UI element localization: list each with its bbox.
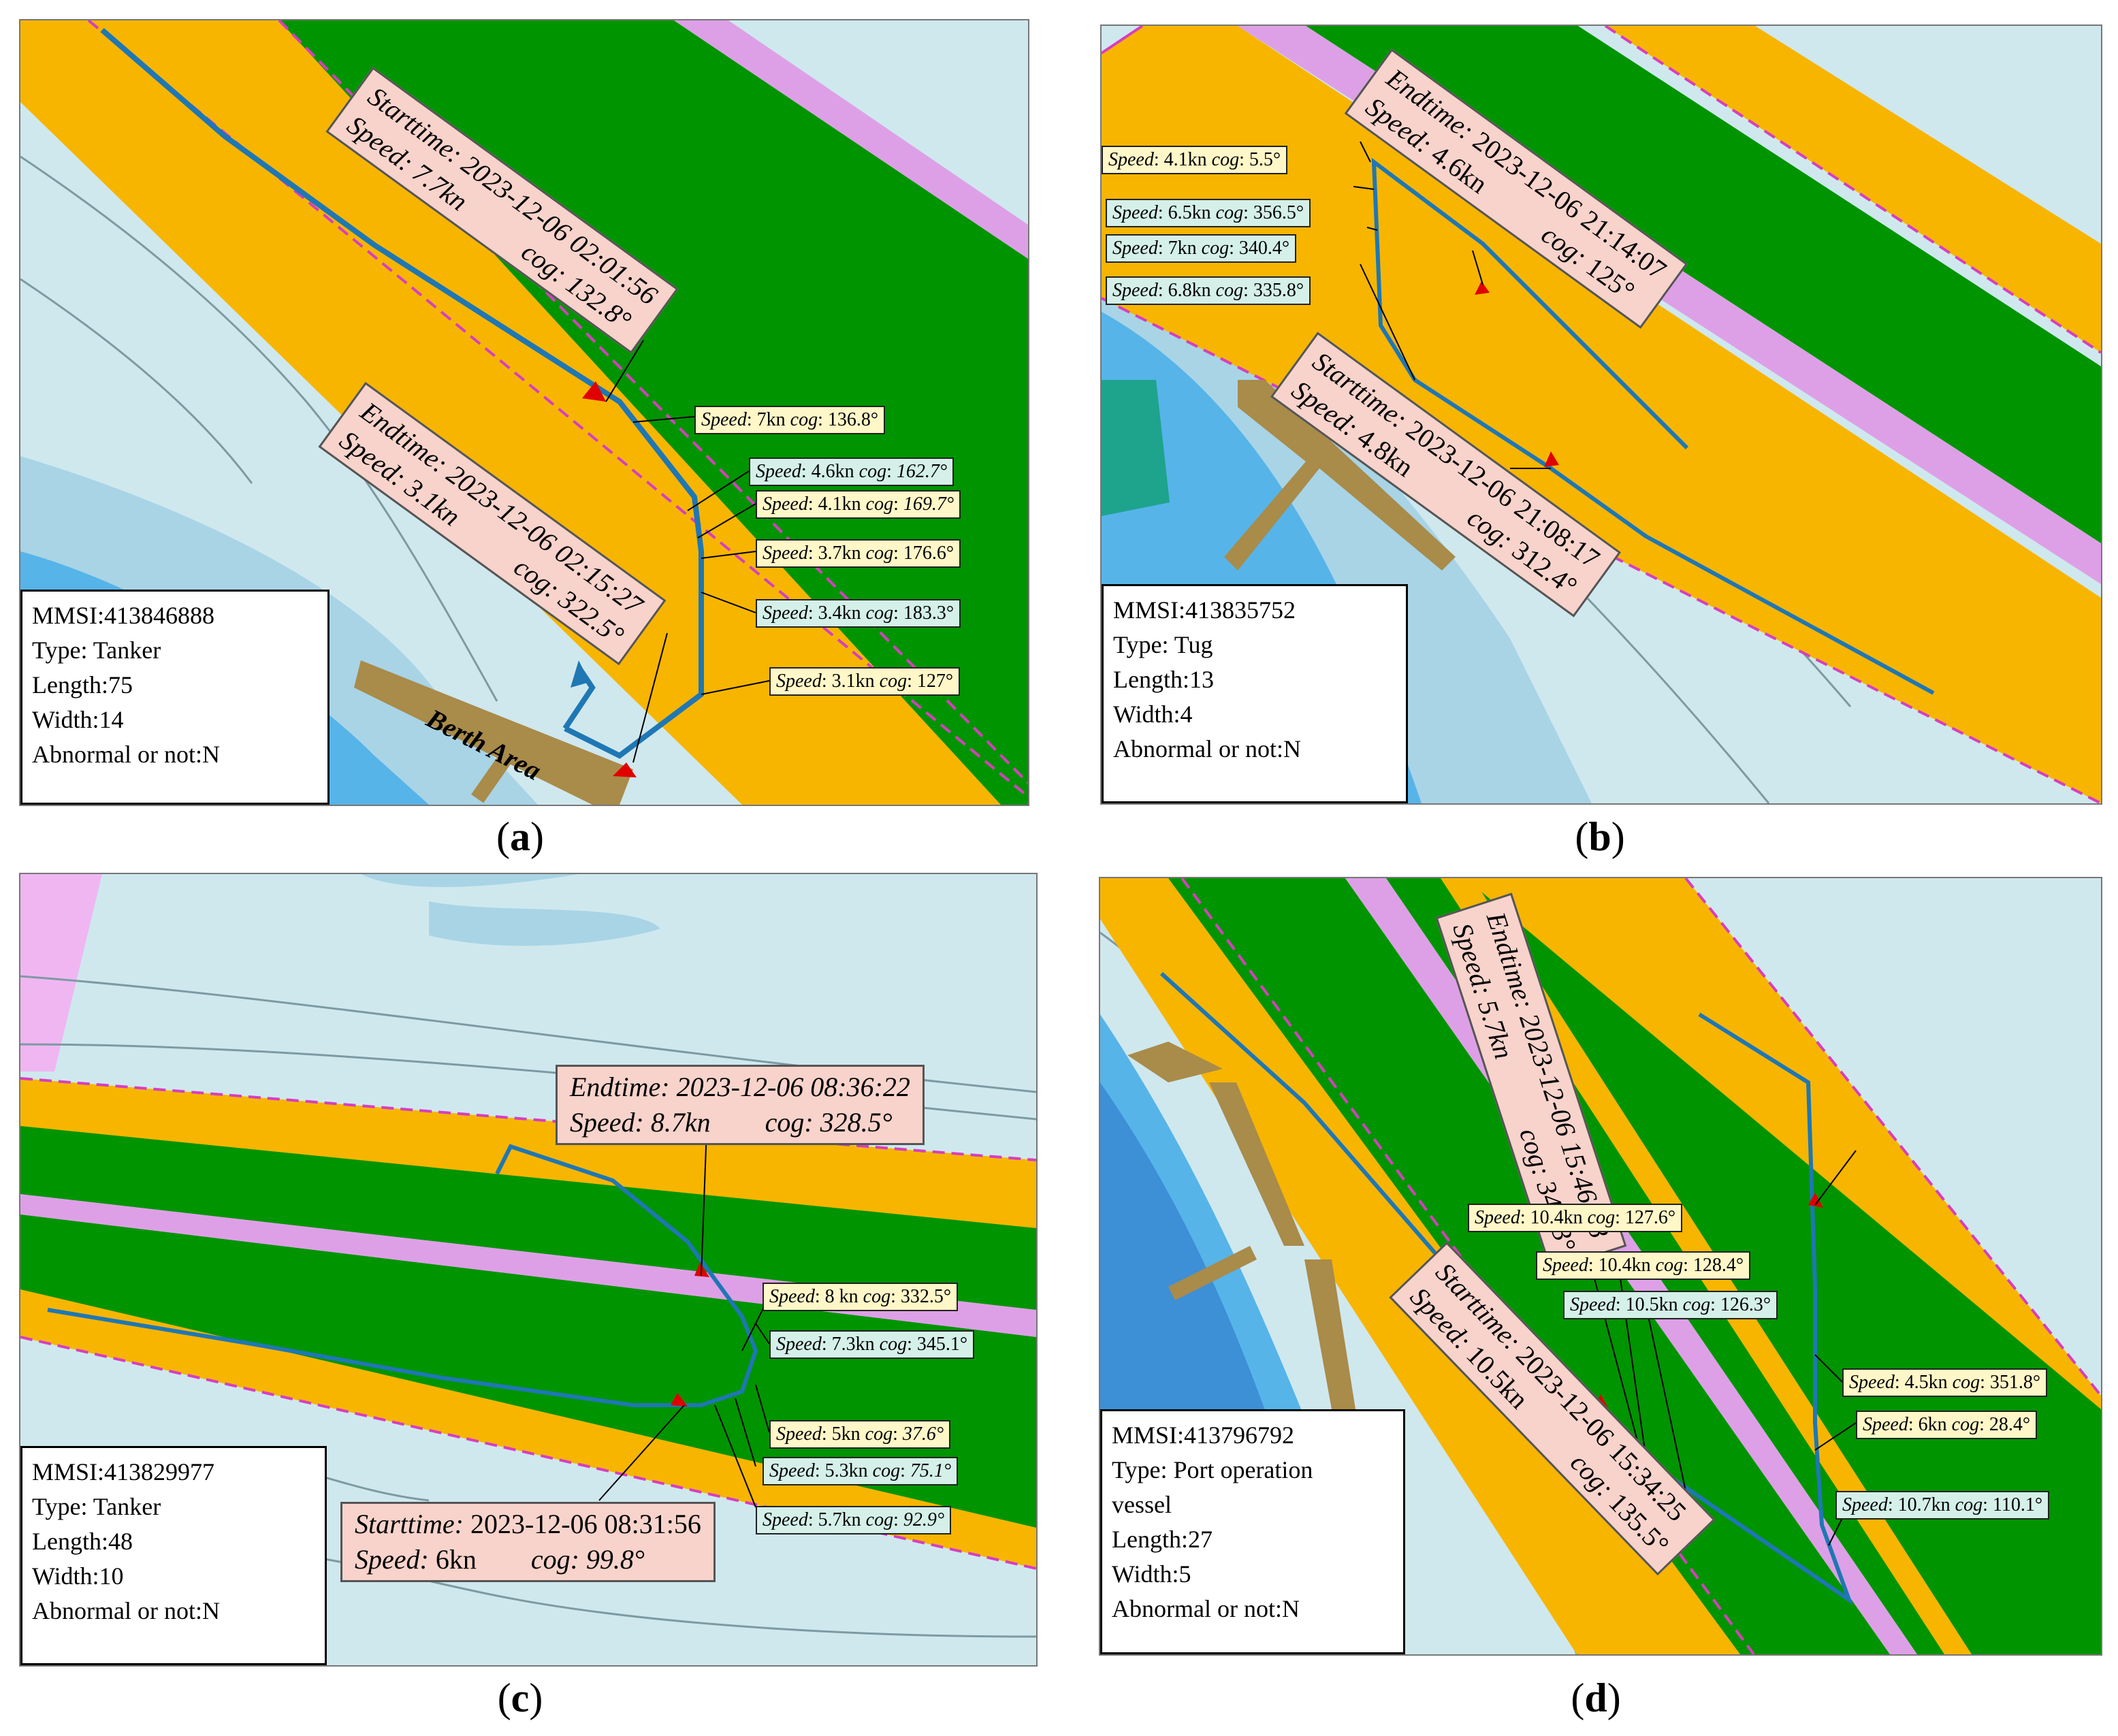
speed-label-d-2: Speed: 10.4kn cog: 128.4° — [1536, 1251, 1751, 1280]
vessel-length: Length:48 — [32, 1528, 133, 1555]
vessel-type: Type: Tanker — [32, 1493, 161, 1520]
speed-label-d-6: Speed: 10.7kn cog: 110.1° — [1835, 1491, 2050, 1520]
vessel-width: Width:10 — [32, 1562, 124, 1590]
speed-label-c-1: Speed: 8 kn cog: 332.5° — [763, 1283, 959, 1311]
panel-label-d: (d) — [1571, 1675, 1621, 1720]
vessel-info-a: MMSI:413846888 Type: Tanker Length:75 Wi… — [20, 590, 330, 805]
speed-label-a-6: Speed: 3.1kn cog: 127° — [769, 667, 961, 696]
speed-label-b-1: Speed: 4.1kn cog: 5.5° — [1102, 146, 1288, 174]
speed-label-b-4: Speed: 6.8kn cog: 335.8° — [1106, 276, 1311, 305]
vessel-width: Width:4 — [1113, 701, 1193, 728]
mmsi: MMSI:413829977 — [32, 1458, 215, 1485]
mmsi: MMSI:413835752 — [1113, 596, 1296, 624]
panel-label-b: (b) — [1575, 814, 1625, 859]
map-panel-a[interactable]: Starttime: 2023-12-06 02:01:56 Speed: 7.… — [19, 19, 1029, 806]
vessel-length: Length:75 — [32, 671, 133, 698]
map-panel-d[interactable]: Endtime: 2023-12-06 15:46:18 Speed: 5.7k… — [1099, 877, 2102, 1656]
speed-label-d-4: Speed: 4.5kn cog: 351.8° — [1842, 1368, 2048, 1397]
vessel-track-a — [100, 27, 704, 759]
speed-label-d-5: Speed: 6kn cog: 28.4° — [1856, 1411, 2038, 1439]
vessel-type: Type: Port operation — [1112, 1456, 1313, 1483]
speed-label-a-4: Speed: 3.7kn cog: 176.6° — [756, 539, 961, 568]
end-callout-c: Endtime: 2023-12-06 08:36:22 Speed: 8.7k… — [556, 1065, 925, 1145]
vessel-type-continued: vessel — [1112, 1491, 1172, 1518]
vessel-info-d: MMSI:413796792 Type: Port operation vess… — [1100, 1409, 1405, 1654]
vessel-type: Type: Tanker — [32, 637, 161, 664]
map-panel-c[interactable]: Endtime: 2023-12-06 08:36:22 Speed: 8.7k… — [19, 873, 1038, 1667]
speed-label-b-2: Speed: 6.5kn cog: 356.5° — [1106, 199, 1311, 227]
vessel-info-b: MMSI:413835752 Type: Tug Length:13 Width… — [1102, 584, 1408, 803]
abnormal-flag: Abnormal or not:N — [1113, 735, 1301, 762]
vessel-track-b — [1371, 157, 1935, 695]
vessel-type: Type: Tug — [1113, 631, 1213, 658]
vessel-length: Length:27 — [1112, 1526, 1213, 1553]
vessel-width: Width:5 — [1112, 1560, 1191, 1588]
vessel-track-d — [1159, 971, 1854, 1605]
speed-label-c-4: Speed: 5.3kn cog: 75.1° — [763, 1457, 959, 1485]
speed-label-a-5: Speed: 3.4kn cog: 183.3° — [756, 599, 961, 628]
abnormal-flag: Abnormal or not:N — [32, 741, 220, 768]
speed-label-d-1: Speed: 10.4kn cog: 127.6° — [1468, 1204, 1683, 1232]
panel-label-a: (a) — [496, 814, 544, 859]
mmsi: MMSI:413796792 — [1112, 1421, 1295, 1449]
speed-label-a-3: Speed: 4.1kn cog: 169.7° — [756, 490, 961, 519]
vessel-length: Length:13 — [1113, 666, 1214, 693]
speed-label-a-1: Speed: 7kn cog: 136.8° — [694, 406, 886, 434]
vessel-width: Width:14 — [32, 706, 124, 733]
speed-label-c-2: Speed: 7.3kn cog: 345.1° — [769, 1330, 975, 1359]
speed-label-d-3: Speed: 10.5kn cog: 126.3° — [1563, 1291, 1778, 1319]
vessel-track-c — [47, 1144, 758, 1407]
abnormal-flag: Abnormal or not:N — [32, 1597, 220, 1624]
vessel-info-c: MMSI:413829977 Type: Tanker Length:48 Wi… — [20, 1446, 327, 1665]
mmsi: MMSI:413846888 — [32, 602, 215, 629]
map-panel-b[interactable]: Endtime: 2023-12-06 21:14:07 Speed: 4.6k… — [1100, 25, 2102, 805]
start-callout-c: Starttime: 2023-12-06 08:31:56 Speed: 6k… — [340, 1502, 716, 1582]
speed-label-c-5: Speed: 5.7kn cog: 92.9° — [756, 1506, 952, 1534]
speed-label-b-3: Speed: 7kn cog: 340.4° — [1106, 234, 1297, 263]
panel-label-c: (c) — [497, 1675, 543, 1720]
speed-label-a-2: Speed: 4.6kn cog: 162.7° — [749, 457, 954, 486]
abnormal-flag: Abnormal or not:N — [1112, 1595, 1300, 1622]
speed-label-c-3: Speed: 5kn cog: 37.6° — [769, 1420, 951, 1449]
